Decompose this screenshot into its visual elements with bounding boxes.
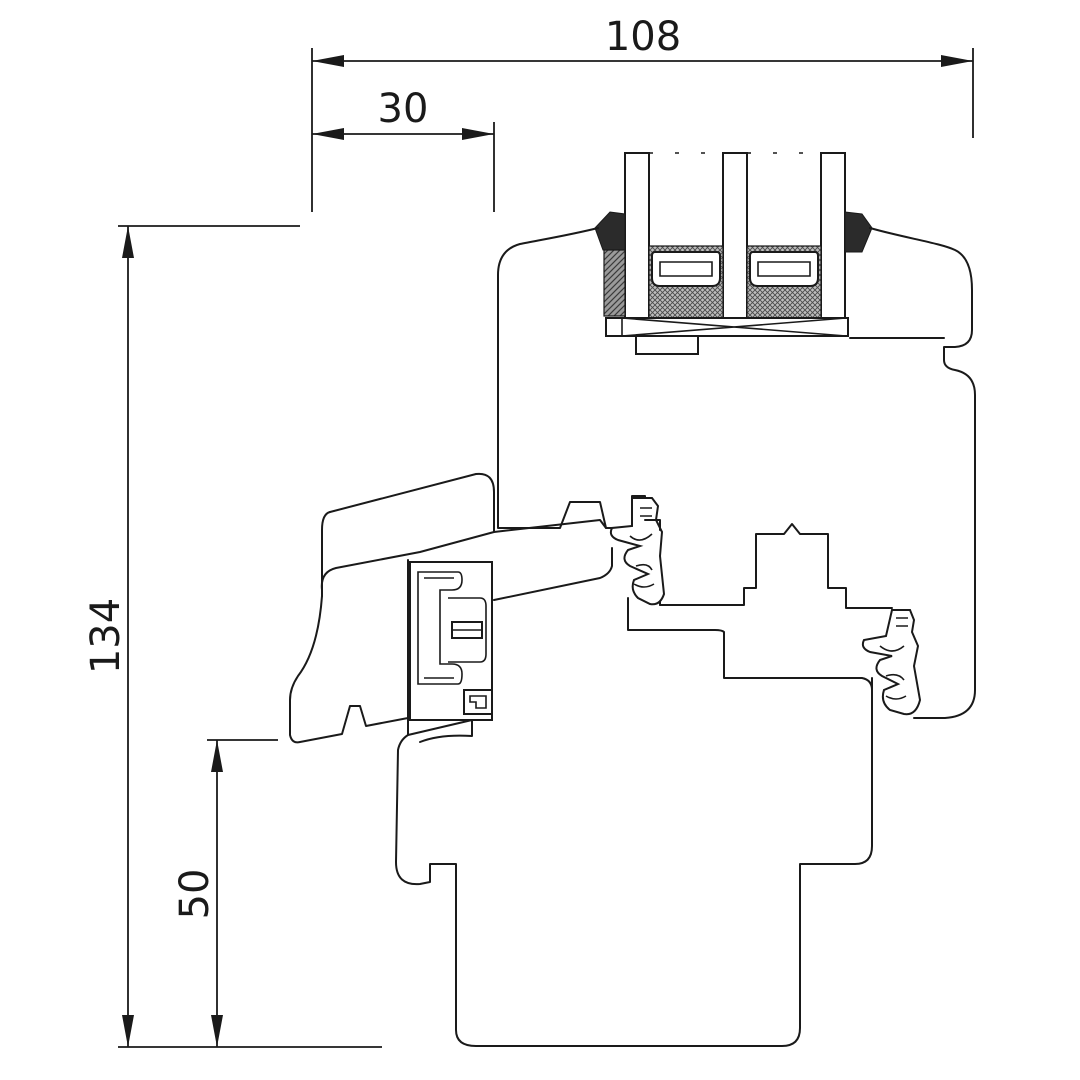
hardware-channel [659,523,893,609]
gasket-lower [861,609,922,716]
dimension-overall-width: 108 [311,14,974,212]
dimension-label-overall-width: 108 [605,14,681,60]
gasket-upper [609,497,666,606]
dimension-label-sill-height: 50 [172,869,218,920]
dimension-overall-height: 134 [83,225,382,1048]
dimension-label-sash-offset: 30 [378,86,429,132]
dimension-sash-offset: 30 [312,86,495,212]
triple-glazing-unit [594,152,873,355]
sash-profile [497,227,976,719]
dimension-label-overall-height: 134 [83,598,129,674]
aluminium-clip [409,561,493,721]
sash-inner-edges [644,519,661,531]
dimension-sill-height: 50 [172,739,278,1047]
frame-profile [289,472,873,1047]
